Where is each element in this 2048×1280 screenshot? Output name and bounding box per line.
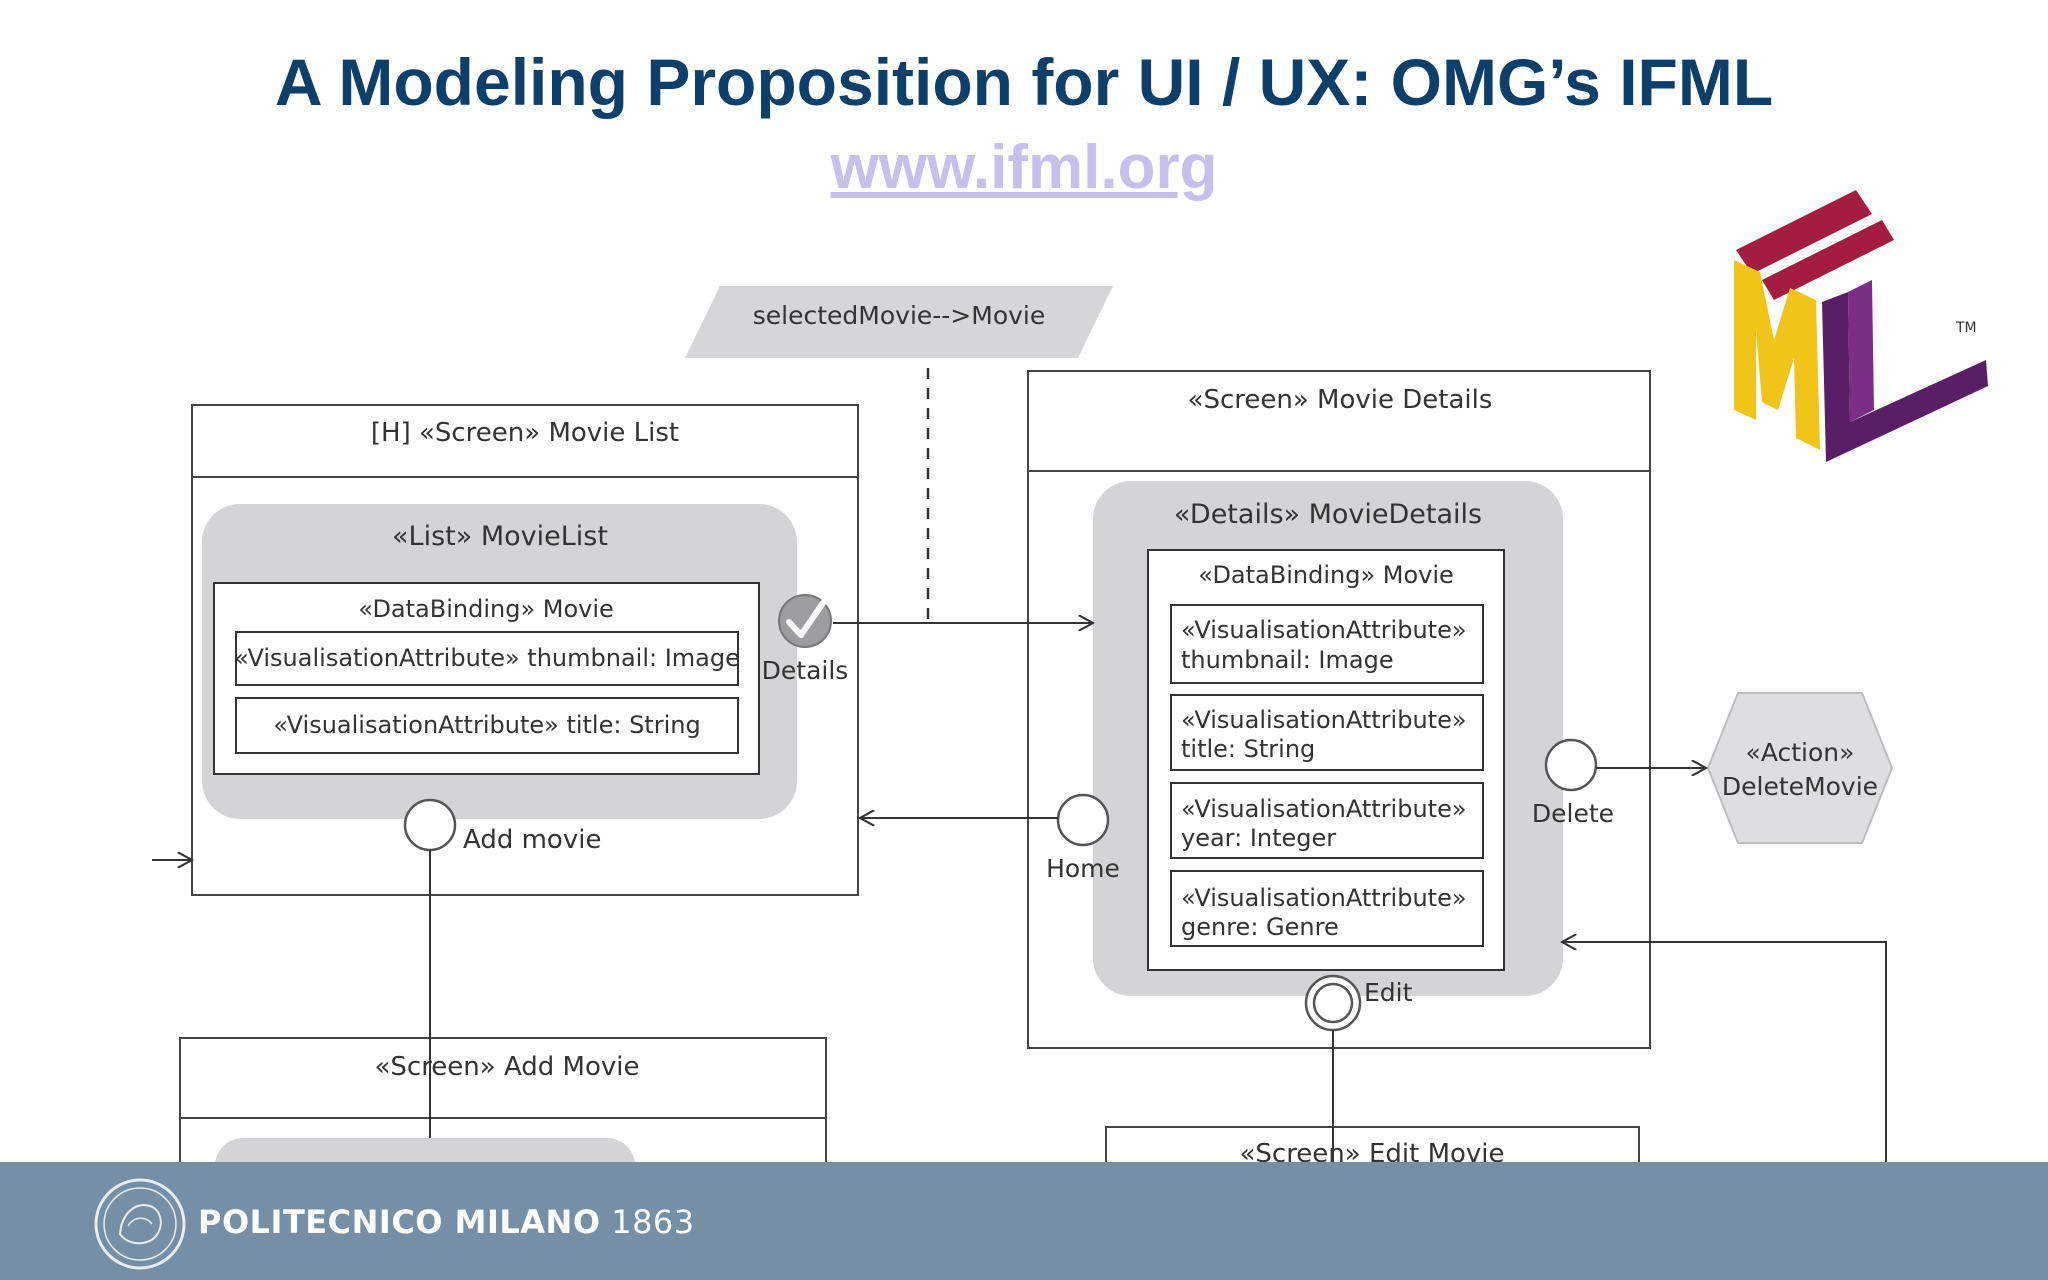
list-attribute-title-label: «VisualisationAttribute» title: String [273,711,700,739]
slide-title: A Modeling Proposition for UI / UX: OMG’… [274,45,1774,119]
details-attribute-thumbnail [1170,604,1484,684]
details-event-label: Details [762,656,849,685]
ifml-website-link[interactable]: www.ifml.org [830,133,1218,202]
moviedetails-component-title: «Details» MovieDetails [1174,499,1482,530]
ifml-diagram: selectedMovie-->Movie [H] «Screen» Movie… [152,286,1894,1162]
delete-event-icon[interactable] [1544,738,1598,792]
add-movie-component-partial [215,1138,635,1162]
edit-event-inner-icon [1312,982,1354,1024]
footer-year: 1863 [611,1203,695,1241]
delete-movie-action-stereotype: «Action» [1746,738,1855,767]
footer-org-name: POLITECNICO MILANO 1863 [198,1203,695,1241]
add-movie-event-icon[interactable] [403,798,457,852]
details-attribute-thumbnail-stereotype: «VisualisationAttribute» [1181,616,1467,644]
logo-purple-l-side [1848,280,1874,422]
footer-org: POLITECNICO MILANO [198,1203,601,1241]
ifml-logo: TM [1734,190,1988,462]
politecnico-seal-icon [94,1178,186,1270]
movie-details-screen-title: «Screen» Movie Details [1188,385,1493,415]
add-movie-event-label: Add movie [463,825,601,855]
edit-return-flow-arrow [1562,942,1887,1162]
movielist-component-title: «List» MovieList [392,521,608,552]
logo-red-bar [1736,190,1872,274]
details-databinding-title: «DataBinding» Movie [1198,561,1454,589]
details-attribute-title [1170,694,1484,771]
details-attribute-title-name: title: String [1181,735,1315,763]
delete-event-label: Delete [1532,799,1614,828]
add-movie-screen-title: «Screen» Add Movie [374,1052,639,1082]
edit-movie-screen [1105,1126,1640,1162]
logo-yellow-m [1734,260,1820,450]
parameter-binding-label: selectedMovie-->Movie [753,301,1046,330]
edit-event-label: Edit [1364,978,1413,1007]
logo-trademark: TM [1955,320,1977,336]
details-attribute-thumbnail-name: thumbnail: Image [1181,646,1394,674]
logo-purple-l [1822,292,1988,462]
list-attribute-thumbnail [235,631,739,686]
edit-movie-screen-title: «Screen» Edit Movie [1239,1139,1504,1162]
details-attribute-year-name: year: Integer [1181,824,1336,852]
home-event-icon[interactable] [1056,793,1110,847]
details-attribute-year-stereotype: «VisualisationAttribute» [1181,795,1467,823]
check-icon [786,600,826,638]
delete-movie-action [1706,692,1894,844]
details-attribute-genre-stereotype: «VisualisationAttribute» [1181,884,1467,912]
details-attribute-title-stereotype: «VisualisationAttribute» [1181,706,1467,734]
list-databinding-title: «DataBinding» Movie [358,595,614,623]
details-attribute-genre [1170,870,1484,947]
delete-movie-action-name: DeleteMovie [1722,772,1878,801]
home-event-label: Home [1046,854,1120,883]
movie-list-screen-title: [H] «Screen» Movie List [371,418,679,448]
list-attribute-title [235,697,739,754]
details-attribute-genre-name: genre: Genre [1181,913,1339,941]
footer-bar [0,1162,2048,1280]
parameter-binding-shape [685,286,1113,358]
list-attribute-thumbnail-label: «VisualisationAttribute» thumbnail: Imag… [234,644,740,672]
details-attribute-year [1170,782,1484,859]
logo-red-bar-2 [1762,220,1894,300]
